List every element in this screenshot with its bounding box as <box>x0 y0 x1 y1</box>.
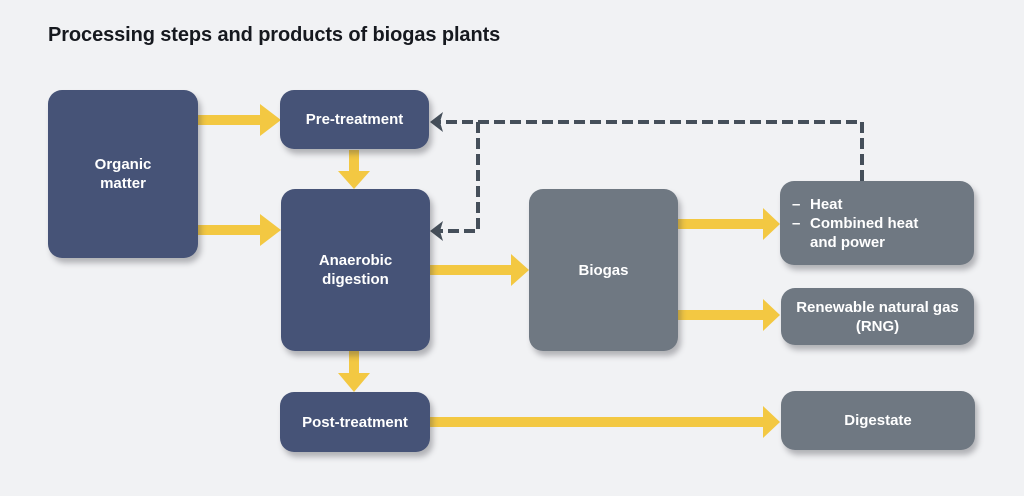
bullet-dash: – <box>792 195 801 213</box>
node-anaerobic-digestion-label: Anaerobic digestion <box>318 252 393 288</box>
node-pre-treatment: Pre-treatment <box>280 90 429 149</box>
heat-chp-item-text: Combined heat and power <box>810 214 919 251</box>
arrow-posttreatment-to-digestate <box>430 406 780 438</box>
node-heat-chp: – Heat – Combined heat and power <box>780 181 974 265</box>
heat-chp-item: – Combined heat and power <box>792 214 918 252</box>
arrow-organic-to-digestion <box>197 214 281 246</box>
heat-chp-item: – Heat <box>792 195 918 214</box>
arrow-biogas-to-rng <box>678 299 780 331</box>
node-biogas-label: Biogas <box>578 261 629 279</box>
arrow-digestion-to-posttreatment <box>338 351 370 392</box>
heat-chp-item-text: Heat <box>810 195 843 213</box>
arrow-pretreatment-to-digestion <box>338 150 370 189</box>
arrow-digestion-to-biogas <box>430 254 529 286</box>
node-post-treatment: Post-treatment <box>280 392 430 452</box>
feedback-arrowhead-pretreatment <box>430 112 443 132</box>
node-biogas: Biogas <box>529 189 678 351</box>
node-post-treatment-label: Post-treatment <box>302 413 408 431</box>
node-rng: Renewable natural gas (RNG) <box>781 288 974 345</box>
node-organic-matter-label: Organic matter <box>94 156 152 192</box>
diagram-title: Processing steps and products of biogas … <box>48 24 501 46</box>
bullet-dash: – <box>792 214 801 232</box>
feedback-line-to-pretreatment <box>440 120 864 181</box>
node-rng-label: Renewable natural gas (RNG) <box>796 298 959 335</box>
node-digestate-label: Digestate <box>844 412 912 429</box>
node-digestate: Digestate <box>781 391 975 450</box>
node-anaerobic-digestion: Anaerobic digestion <box>281 189 430 351</box>
arrow-organic-to-pretreatment <box>197 104 281 136</box>
node-pre-treatment-label: Pre-treatment <box>305 111 404 128</box>
feedback-arrowhead-digestion <box>430 221 443 241</box>
feedback-line-to-digestion <box>440 122 480 233</box>
arrow-biogas-to-heat <box>678 208 780 240</box>
node-organic-matter: Organic matter <box>48 90 198 258</box>
heat-chp-list: – Heat – Combined heat and power <box>792 195 918 252</box>
